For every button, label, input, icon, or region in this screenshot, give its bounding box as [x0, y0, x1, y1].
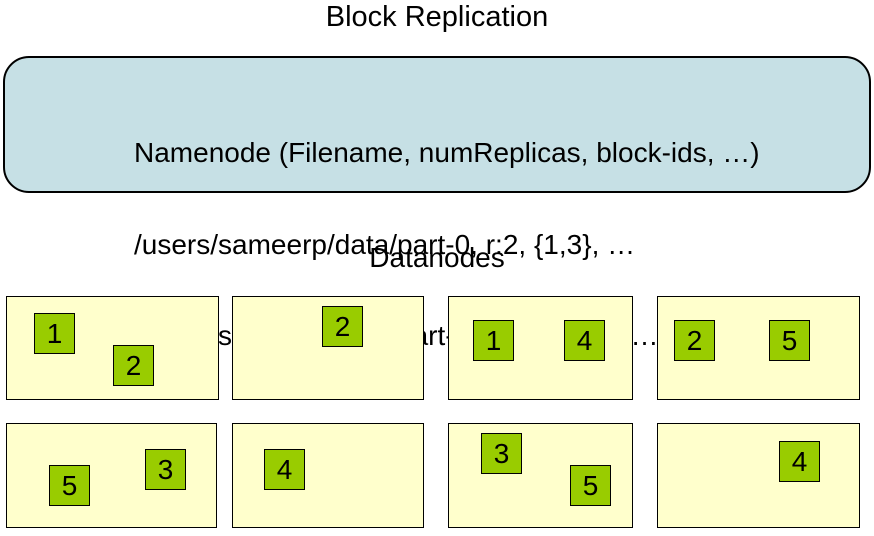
datanode-box-6: 4	[232, 423, 424, 528]
block-2: 2	[674, 320, 715, 361]
datanode-box-8: 4	[657, 423, 860, 528]
block-3: 3	[145, 449, 186, 490]
block-4: 4	[779, 441, 820, 482]
block-3: 3	[481, 433, 522, 474]
block-2: 2	[322, 306, 363, 347]
block-2: 2	[113, 345, 154, 386]
block-1: 1	[473, 320, 514, 361]
datanode-box-2: 2	[232, 296, 424, 400]
block-4: 4	[564, 320, 605, 361]
block-1: 1	[34, 313, 75, 354]
diagram-title: Block Replication	[325, 1, 549, 33]
block-5: 5	[769, 320, 810, 361]
block-4: 4	[264, 449, 305, 490]
namenode-box	[3, 56, 871, 193]
namenode-line-header: Namenode (Filename, numReplicas, block-i…	[134, 137, 760, 168]
datanodes-label: Datanodes	[369, 242, 505, 273]
block-5: 5	[570, 465, 611, 506]
namenode-line-part0: /users/sameerp/data/part-0, r:2, {1,3}, …	[134, 228, 636, 260]
block-5: 5	[49, 465, 90, 506]
